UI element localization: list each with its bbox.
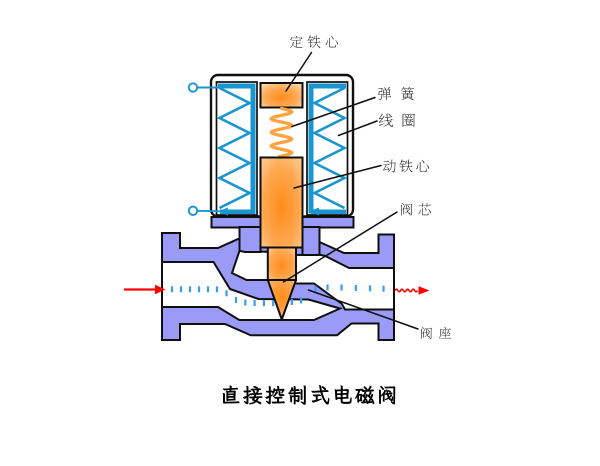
flow-arrow-in: [124, 284, 166, 295]
coil-left-bottom-bar: [220, 209, 256, 214]
label-valve-core-text: 阀芯: [401, 201, 431, 219]
moving-core: [259, 156, 304, 249]
terminal-bottom-icon: [187, 205, 199, 216]
coil-left: [215, 81, 258, 216]
leader-lines: [282, 51, 419, 330]
terminal-top-icon: [187, 82, 199, 93]
leader-moving-core: [293, 164, 382, 189]
coil-right-inner-bar: [308, 83, 314, 214]
coil-left-inner-bar: [250, 83, 256, 214]
flow-dashed-line: [170, 284, 385, 307]
label-fixed-core-glyphs: [290, 35, 338, 48]
valve-stem: [266, 246, 297, 281]
leader-coil: [337, 120, 378, 137]
coil-left-winding: [216, 86, 253, 210]
plunger-guide-left: [238, 226, 262, 253]
flow-arrow-out: [394, 286, 430, 295]
coil-right-wire-arrow-icon: [309, 207, 319, 216]
flow-arrow-out-wavy-shaft: [394, 288, 419, 293]
label-coil-text: 线圈: [379, 112, 409, 130]
leader-valve-seat: [307, 289, 419, 330]
label-fixed-core-text: 定铁心: [290, 33, 335, 51]
terminals: [187, 82, 223, 216]
flow-arrow-in-head-icon: [155, 284, 166, 295]
valve-cone: [266, 279, 297, 321]
leader-spring: [291, 96, 376, 128]
coil-left-wire-arrow-icon: [218, 207, 228, 216]
coil-left-top-bar: [218, 83, 256, 89]
caption-glyphs: [222, 385, 396, 405]
fixed-core: [259, 82, 304, 109]
label-valve-core-glyphs: [401, 203, 431, 216]
label-spring-glyphs: [378, 87, 414, 100]
coil-right-top-bar: [308, 83, 346, 89]
leader-fixed-core: [285, 51, 313, 92]
label-coil-glyphs: [379, 113, 415, 127]
leader-valve-core: [282, 211, 398, 283]
plunger-guide-right: [301, 226, 321, 256]
flow-arrow-out-head-icon: [418, 286, 430, 295]
coil-right-bottom-bar: [311, 209, 346, 214]
coil-right-winding: [311, 86, 348, 210]
return-spring: [269, 106, 294, 159]
labels: [222, 35, 451, 405]
label-moving-core-text: 动铁心: [383, 158, 428, 176]
label-moving-core-glyphs: [383, 159, 429, 173]
coil-right: [306, 81, 349, 216]
label-valve-seat-text: 阀座: [421, 324, 451, 342]
caption-text: 直接控制式电磁阀: [223, 385, 391, 409]
terminal-wire-bottom: [197, 209, 223, 213]
label-spring-text: 弹簧: [378, 85, 408, 103]
